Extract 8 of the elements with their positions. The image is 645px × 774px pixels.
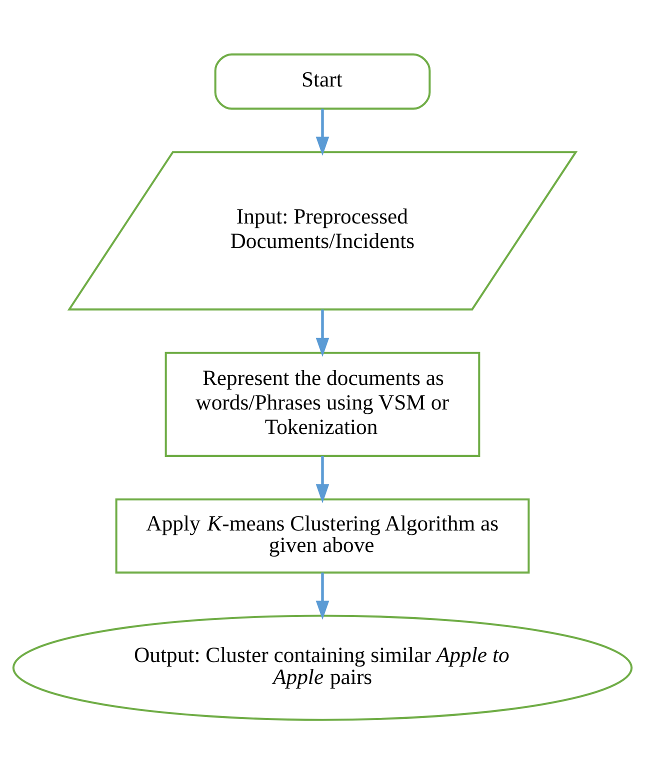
arrow xyxy=(316,456,330,504)
node-box: Start xyxy=(214,53,431,110)
arrow xyxy=(316,108,330,156)
node-ellipse: Output: Cluster containing similar Apple to Apple pairs xyxy=(12,614,633,721)
arrow xyxy=(316,572,330,620)
arrow xyxy=(316,310,330,357)
node-box: Apply K-means Clustering Algorithm as given above xyxy=(115,498,530,574)
node-box: Represent the documents as words/Phrases using VSM or Tokenization xyxy=(164,352,480,457)
